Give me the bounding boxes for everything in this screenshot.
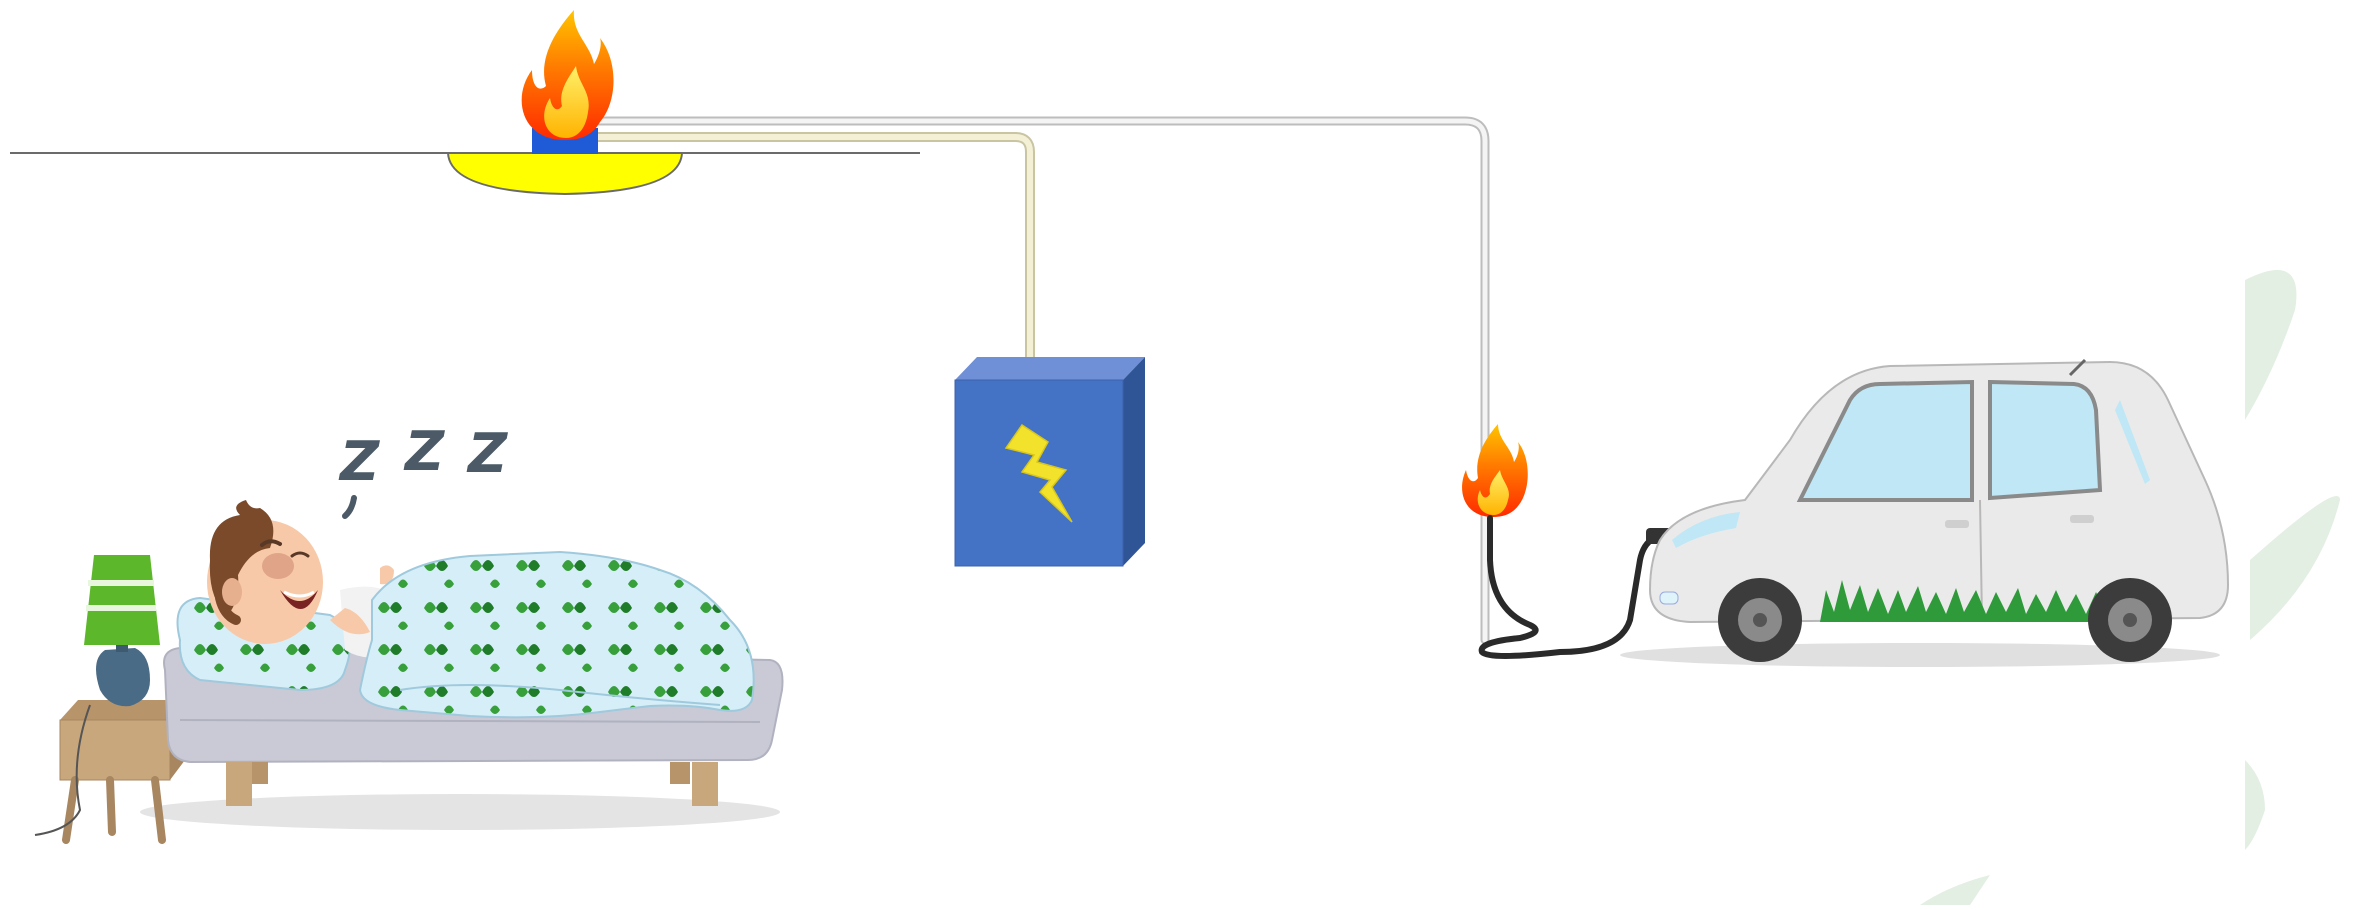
nightstand — [35, 700, 185, 840]
sleep-letter: Z — [466, 422, 508, 485]
bed-leg — [692, 762, 718, 806]
car-rear-wheel — [2088, 578, 2172, 662]
bed-leg — [670, 762, 690, 784]
table-lamp — [84, 555, 160, 706]
flame-icon — [522, 10, 614, 140]
flame-icon — [1462, 424, 1528, 517]
electric-car — [1620, 360, 2228, 667]
car-front-wheel — [1718, 578, 1802, 662]
ceiling-gas-lamp — [448, 10, 682, 194]
bedroom-scene: Z Z Z — [35, 420, 783, 840]
power-box — [955, 357, 1145, 566]
blanket — [360, 552, 754, 717]
sleep-letter: Z — [403, 420, 445, 483]
bed-leg — [252, 762, 268, 784]
bed-leg — [226, 762, 252, 806]
charger-flame — [1462, 424, 1676, 656]
sleep-letter: Z — [338, 430, 380, 493]
sleep-indicator: Z Z Z — [338, 420, 508, 516]
